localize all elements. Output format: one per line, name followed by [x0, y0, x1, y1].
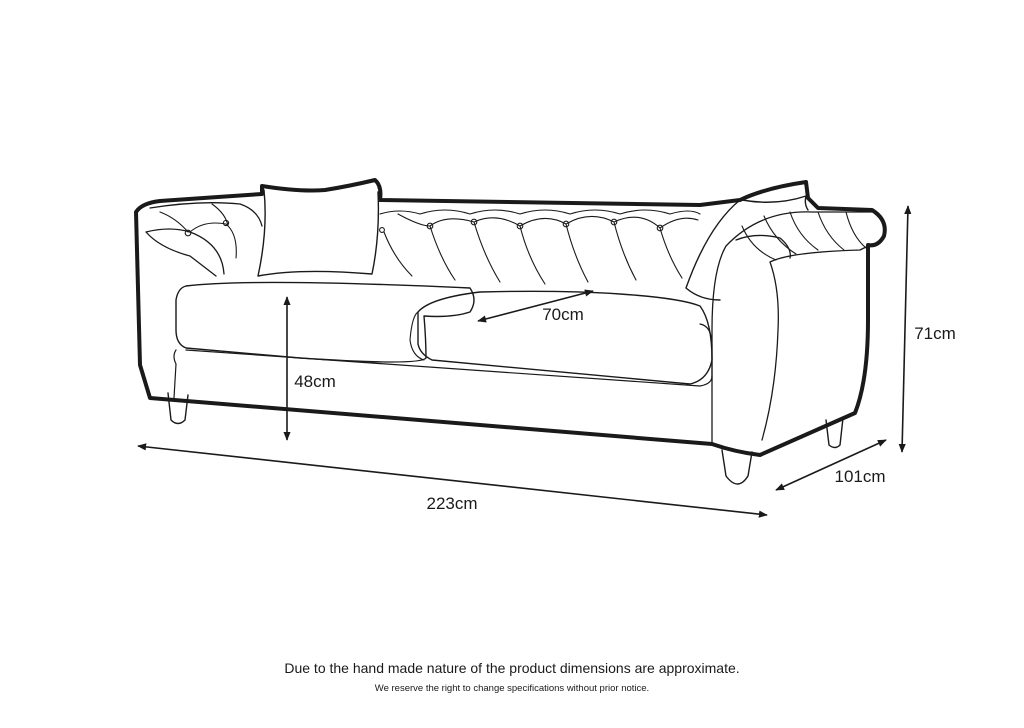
width-arrow	[137, 443, 768, 518]
sofa-button	[222, 219, 230, 227]
depth-arrow	[775, 439, 887, 491]
height-arrow	[898, 205, 912, 453]
sofa-button	[610, 218, 618, 226]
disclaimer-text: Due to the hand made nature of the produ…	[284, 660, 740, 676]
sofa-button	[426, 222, 434, 230]
sofa-button	[379, 227, 385, 233]
dimension-lines	[137, 205, 912, 518]
sofa-seat-cushion-left	[175, 281, 475, 363]
sofa-button	[656, 224, 664, 232]
sofa-right-arm	[711, 211, 873, 445]
sofa-back-tufting	[379, 209, 701, 285]
sofa-button	[562, 220, 570, 228]
depth-label: 101cm	[834, 467, 885, 486]
seat-depth-arrow	[477, 289, 594, 323]
sofa-seat-cushion-seam	[409, 311, 425, 361]
width-label: 223cm	[426, 494, 477, 513]
sofa-outline	[134, 178, 887, 457]
sofa-cushion-right	[685, 195, 809, 301]
sofa-left-arm-tufting	[159, 203, 237, 259]
height-label: 71cm	[914, 324, 956, 343]
notice-text: We reserve the right to change specifica…	[374, 683, 650, 694]
sofa-illustration	[134, 178, 887, 485]
sofa-button	[470, 218, 478, 226]
seat-depth-label: 70cm	[542, 305, 584, 324]
sofa-leg-back-left	[167, 392, 189, 425]
sofa-cushion-left	[257, 189, 380, 277]
sofa-seat-side	[699, 323, 713, 381]
seat-height-label: 48cm	[294, 372, 336, 391]
sofa-button	[184, 229, 192, 237]
sofa-button	[516, 222, 524, 230]
sofa-right-arm-tufting	[741, 211, 867, 261]
sofa-seat-front-rail	[173, 349, 713, 399]
